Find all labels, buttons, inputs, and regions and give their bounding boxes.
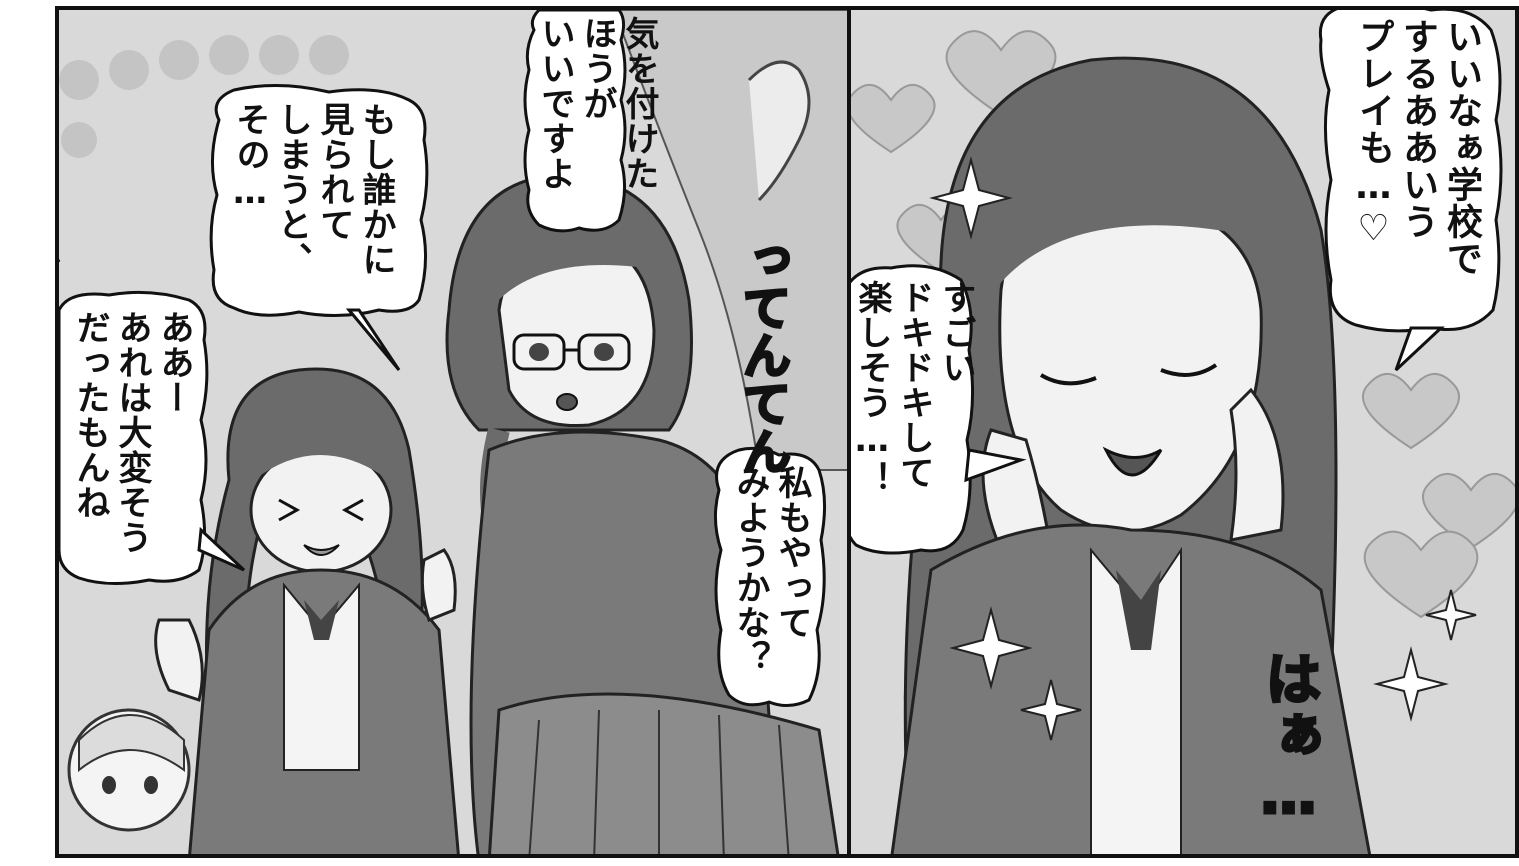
left-girl-shut-eyes	[278, 498, 364, 522]
left-girl-bangs	[254, 425, 389, 480]
glasses-girl-eye-right	[594, 343, 614, 361]
left-girl-mouth	[303, 544, 340, 556]
bubble-kiwotsuketa-shape	[523, 10, 627, 233]
sfx-haa: はぁ…	[1255, 649, 1323, 829]
speech-moshidareka: もし誰かに 見られて しまうと、 その…	[230, 102, 396, 277]
glasses-right-lens	[577, 333, 631, 371]
skirt-pleats	[528, 709, 790, 854]
right-girl-bow	[1116, 570, 1161, 650]
bubble-watashimo-shape	[714, 446, 827, 707]
left-panel: 気を付けた ほうが いいですよ もし誰かに 見られて しまうと、 その… ああー…	[55, 6, 851, 858]
bubble-moshidareka-shape	[209, 84, 429, 318]
right-panel-art	[851, 10, 1515, 854]
right-girl-mouth	[1102, 446, 1163, 477]
speech-kiwotsuketa: 気を付けた ほうが いいですよ	[535, 16, 659, 191]
bubble-sugoi-shape	[851, 264, 975, 555]
left-panel-art	[59, 10, 847, 854]
glasses-girl-bangs	[489, 220, 659, 310]
speech-sugoi-dokidoki: すごい ドキドキして 楽しそう…！	[852, 280, 976, 496]
right-girl-bangs	[981, 146, 1271, 310]
speech-watashi-mo: 私もやって みようかな？	[730, 465, 812, 675]
bubble-aa-shape	[59, 290, 209, 586]
background-dots	[59, 35, 349, 158]
left-girl-bow	[304, 600, 339, 640]
bubble-iinaa-shape	[1318, 10, 1503, 333]
glasses-left-lens	[512, 333, 566, 371]
glasses-girl-eye-left	[529, 343, 549, 361]
background-hand	[747, 60, 811, 202]
left-girl-hand-left	[154, 618, 204, 702]
sparkles	[929, 156, 1477, 741]
speech-iinaa-gakkou: いいなぁ学校で するああいう プレイも…♡	[1353, 18, 1482, 277]
right-panel: いいなぁ学校で するああいう プレイも…♡ すごい ドキドキして 楽しそう…！ …	[847, 6, 1519, 858]
speech-aa-taihen: ああー あれは大変そう だったもんね	[70, 310, 194, 555]
right-girl-closed-eyes	[1039, 363, 1218, 386]
sfx-tenten: ってんてん	[733, 234, 792, 477]
glasses-girl-skirt	[488, 692, 840, 854]
chibi-hair	[78, 714, 185, 773]
right-girl-hand-right	[1229, 387, 1285, 542]
left-girl-hand-right	[420, 548, 457, 622]
glasses-girl-mouth	[556, 393, 578, 411]
